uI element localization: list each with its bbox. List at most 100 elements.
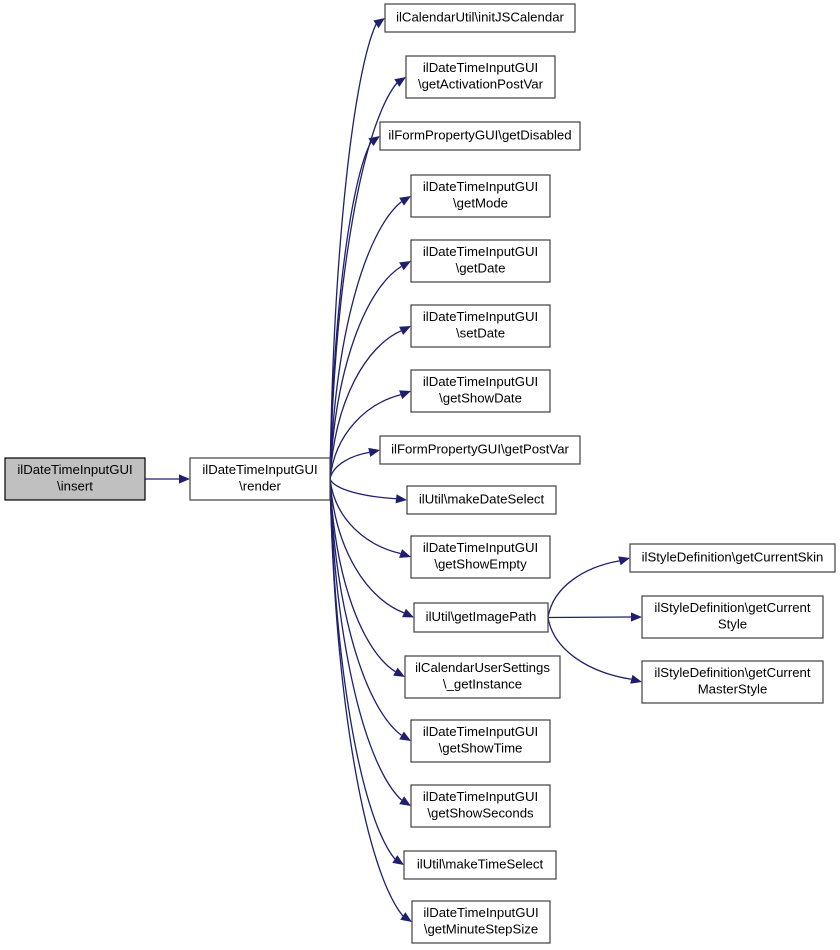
- node-box[interactable]: [4, 457, 146, 501]
- edge-arrowhead: [400, 912, 412, 922]
- edge-arrowhead: [399, 796, 411, 806]
- node-box[interactable]: [641, 595, 824, 639]
- node-label-line: \getShowSeconds: [427, 806, 534, 821]
- node-label-line: ilUtil\getImagePath: [426, 609, 537, 624]
- node-label-line: \render: [239, 479, 281, 494]
- graph-node-getCurrentSkin[interactable]: ilStyleDefinition\getCurrentSkin: [629, 543, 836, 573]
- node-label-line: ilStyleDefinition\getCurrent: [654, 600, 810, 615]
- graph-node-initJSCalendar[interactable]: ilCalendarUtil\initJSCalendar: [384, 3, 576, 33]
- node-box[interactable]: [410, 174, 551, 218]
- edge-arrowhead: [368, 447, 380, 457]
- graph-node-render[interactable]: ilDateTimeInputGUI \render: [189, 457, 331, 501]
- node-label-line: \getShowEmpty: [434, 557, 527, 572]
- node-box[interactable]: [410, 369, 551, 413]
- edge-arrowhead: [368, 136, 380, 147]
- node-label-line: ilCalendarUtil\initJSCalendar: [396, 9, 564, 24]
- graph-node-getShowEmpty[interactable]: ilDateTimeInputGUI\getShowEmpty: [410, 535, 551, 579]
- graph-node-getMinuteStepSize[interactable]: ilDateTimeInputGUI \getMinuteStepSize: [411, 900, 551, 944]
- call-edge: [329, 201, 402, 480]
- graph-node-makeDateSelect[interactable]: ilUtil\makeDateSelect: [406, 485, 557, 515]
- call-edge: [329, 478, 401, 555]
- node-box[interactable]: [641, 660, 824, 704]
- node-label-line: ilDateTimeInputGUI: [423, 309, 538, 324]
- node-box[interactable]: [404, 655, 561, 699]
- node-box[interactable]: [189, 457, 331, 501]
- call-edge: [329, 330, 402, 480]
- node-label-line: \getMinuteStepSize: [424, 922, 538, 937]
- graph-node-setDate[interactable]: ilDateTimeInputGUI \setDate: [410, 304, 551, 348]
- graph-node-getImagePath[interactable]: ilUtil\getImagePath: [413, 602, 549, 633]
- graph-node-getShowTime[interactable]: ilDateTimeInputGUI\getShowTime: [410, 719, 551, 763]
- node-box[interactable]: [410, 719, 551, 763]
- node-box[interactable]: [410, 239, 551, 283]
- edge-arrowhead: [399, 261, 411, 271]
- node-label-line: \getShowDate: [439, 391, 522, 406]
- node-label-line: ilDateTimeInputGUI: [202, 462, 317, 477]
- edge-arrowhead: [399, 196, 411, 206]
- edge-arrowhead: [630, 674, 642, 684]
- node-box[interactable]: [379, 435, 581, 465]
- node-label-line: ilCalendarUserSettings: [415, 660, 550, 675]
- node-box[interactable]: [403, 850, 557, 880]
- node-label-line: Style: [718, 617, 747, 632]
- call-edge: [329, 478, 403, 801]
- graph-node-getDate[interactable]: ilDateTimeInputGUI\getDate: [410, 239, 551, 283]
- node-label-line: \setDate: [456, 326, 505, 341]
- call-edge: [329, 451, 370, 480]
- node-label-line: ilUtil\makeDateSelect: [419, 491, 545, 506]
- node-box[interactable]: [411, 900, 551, 944]
- node-label-line: \_getInstance: [443, 677, 522, 692]
- node-box[interactable]: [384, 3, 576, 33]
- call-edge: [329, 478, 397, 500]
- call-edge: [547, 617, 632, 680]
- node-box[interactable]: [413, 602, 549, 633]
- call-edge: [329, 478, 402, 736]
- graph-node-insert[interactable]: ilDateTimeInputGUI\insert: [4, 457, 146, 501]
- edge-arrowhead: [393, 667, 405, 677]
- node-box[interactable]: [410, 535, 551, 579]
- call-edge: [547, 560, 620, 618]
- node-box[interactable]: [379, 121, 581, 151]
- node-label-line: ilDateTimeInputGUI: [423, 374, 538, 389]
- node-box[interactable]: [410, 304, 551, 348]
- node-box[interactable]: [629, 543, 836, 573]
- node-label-line: ilUtil\makeTimeSelect: [417, 856, 544, 871]
- graph-node-getActivationPostVar[interactable]: ilDateTimeInputGUI\getActivationPostVar: [405, 55, 556, 99]
- edge-arrowhead: [179, 474, 190, 484]
- nodes-layer: ilDateTimeInputGUI\insertilDateTimeInput…: [4, 3, 836, 944]
- edge-arrowhead: [399, 390, 411, 400]
- node-label-line: ilDateTimeInputGUI: [423, 789, 538, 804]
- graph-node-getInstance[interactable]: ilCalendarUserSettings \_getInstance: [404, 655, 561, 699]
- node-box[interactable]: [406, 485, 557, 515]
- call-edge: [329, 394, 401, 480]
- node-label-line: ilDateTimeInputGUI: [423, 244, 538, 259]
- call-edge: [329, 141, 372, 480]
- call-edge: [329, 24, 377, 480]
- call-edge: [329, 478, 396, 673]
- node-box[interactable]: [410, 784, 551, 828]
- graph-node-makeTimeSelect[interactable]: ilUtil\makeTimeSelect: [403, 850, 557, 880]
- node-label-line: \getActivationPostVar: [418, 77, 544, 92]
- edge-arrowhead: [402, 608, 414, 618]
- edge-arrowhead: [399, 549, 411, 558]
- edges-layer: [145, 18, 642, 922]
- node-label-line: ilStyleDefinition\getCurrent: [654, 665, 810, 680]
- node-label-line: ilDateTimeInputGUI: [17, 462, 132, 477]
- edge-arrowhead: [399, 731, 411, 741]
- node-label-line: \getShowTime: [439, 741, 523, 756]
- graph-node-getShowDate[interactable]: ilDateTimeInputGUI \getShowDate: [410, 369, 551, 413]
- node-label-line: ilFormPropertyGUI\getPostVar: [391, 441, 569, 456]
- node-label-line: \getMode: [453, 196, 508, 211]
- node-box[interactable]: [405, 55, 556, 99]
- node-label-line: ilDateTimeInputGUI: [423, 905, 538, 920]
- graph-node-getMode[interactable]: ilDateTimeInputGUI\getMode: [410, 174, 551, 218]
- edge-arrowhead: [394, 77, 406, 87]
- graph-node-getDisabled[interactable]: ilFormPropertyGUI\getDisabled: [379, 121, 581, 151]
- call-edge: [329, 478, 405, 614]
- graph-node-getPostVar[interactable]: ilFormPropertyGUI\getPostVar: [379, 435, 581, 465]
- graph-node-getShowSeconds[interactable]: ilDateTimeInputGUI \getShowSeconds: [410, 784, 551, 828]
